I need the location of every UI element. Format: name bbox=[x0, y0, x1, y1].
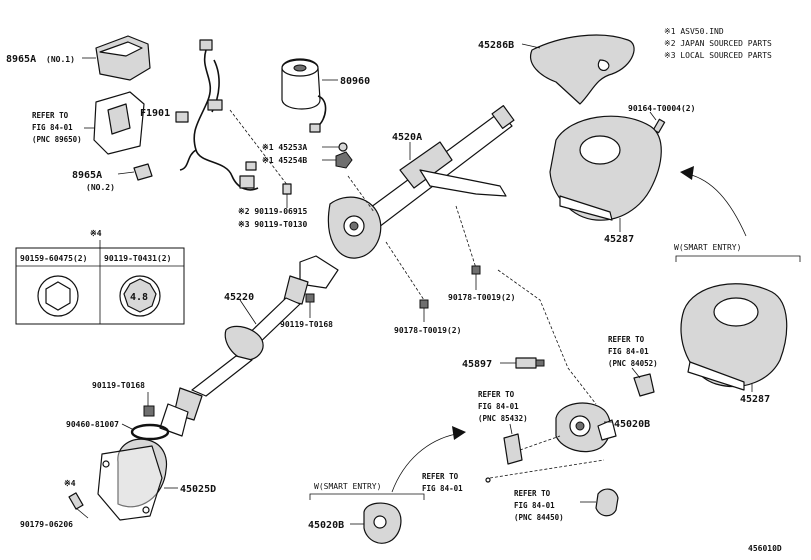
ref-85432-line1: REFER TO bbox=[478, 390, 515, 399]
part-bolt-90119-t0168-lower[interactable]: 90119-T0168 bbox=[92, 381, 155, 417]
label-90178-a: 90178-T0019(2) bbox=[448, 293, 515, 302]
table-col1-header: 90159-60475(2) bbox=[20, 254, 87, 263]
ref-84450-line1: REFER TO bbox=[514, 489, 551, 498]
part-45025d-boot[interactable]: 45025D bbox=[97, 438, 216, 521]
label-smart-entry-bottom: W(SMART ENTRY) bbox=[314, 482, 381, 491]
part-45020b-lock-smart[interactable]: 45020B bbox=[308, 502, 402, 544]
ref-89650-line2: FIG 84-01 bbox=[32, 123, 73, 132]
label-90164: 90164-T0004(2) bbox=[628, 104, 695, 113]
label-45286b: 45286B bbox=[478, 40, 514, 51]
part-4520a-steering-column[interactable]: 4520A bbox=[327, 105, 515, 259]
ref-89650-line3: (PNC 89650) bbox=[32, 135, 82, 144]
label-45287-top: 45287 bbox=[604, 234, 634, 245]
label-8965a-no2: 8965A bbox=[72, 170, 102, 181]
part-control-module-89650[interactable] bbox=[84, 91, 145, 155]
part-45287-lower-cover-smart[interactable]: 45287 bbox=[680, 283, 788, 405]
ref-84052-line3: (PNC 84052) bbox=[608, 359, 658, 368]
label-note4-top: ※4 bbox=[90, 229, 102, 238]
table-col2-header: 90119-T0431(2) bbox=[104, 254, 171, 263]
part-bolt-90179-06206[interactable]: ※4 90179-06206 bbox=[20, 479, 89, 529]
label-8965a-no2-suffix: (NO.2) bbox=[86, 183, 115, 192]
label-45897: 45897 bbox=[462, 359, 492, 370]
part-8965a-no2[interactable]: 8965A (NO.2) bbox=[72, 163, 153, 192]
smart-entry-bottom-group: W(SMART ENTRY) bbox=[309, 482, 425, 500]
arrow-bottom bbox=[391, 426, 466, 493]
part-screw-90164-t0004[interactable]: 90164-T0004(2) bbox=[628, 104, 695, 134]
ref-84450-line2: FIG 84-01 bbox=[514, 501, 555, 510]
torx-mark: 4.8 bbox=[130, 292, 148, 303]
hex-bolt-icon bbox=[37, 275, 79, 317]
part-clamp-90460-81007[interactable]: 90460-81007 bbox=[66, 420, 170, 441]
ref-fig-84-01[interactable]: REFER TO FIG 84-01 bbox=[422, 472, 491, 493]
part-45020b-lock-assembly[interactable]: 45020B bbox=[555, 402, 650, 453]
label-45020b-b: 45020B bbox=[308, 520, 344, 531]
ref-89650-line1: REFER TO bbox=[32, 111, 69, 120]
part-45897[interactable]: 45897 bbox=[462, 357, 545, 370]
ref-84052[interactable]: REFER TO FIG 84-01 (PNC 84052) bbox=[608, 335, 658, 397]
footnote-1: ※1 ASV50.IND bbox=[664, 27, 724, 36]
part-45286b-upper-cover[interactable]: 45286B bbox=[478, 34, 635, 105]
footnotes: ※1 ASV50.IND ※2 JAPAN SOURCED PARTS ※3 L… bbox=[664, 27, 772, 60]
ref-85432-line3: (PNC 85432) bbox=[478, 414, 528, 423]
part-8965a-no1[interactable]: 8965A (NO.1) bbox=[6, 35, 151, 81]
label-145254b: ※1 45254B bbox=[262, 156, 307, 165]
label-90178-b: 90178-T0019(2) bbox=[394, 326, 461, 335]
diagram-id: 456010D bbox=[748, 544, 782, 553]
smart-entry-right-group: W(SMART ENTRY) bbox=[674, 243, 801, 262]
label-90119-06915: ※2 90119-06915 bbox=[238, 207, 308, 216]
label-45220: 45220 bbox=[224, 292, 254, 303]
label-45025d: 45025D bbox=[180, 484, 216, 495]
label-note4-bottom: ※4 bbox=[64, 479, 76, 488]
label-90119-t0168-b: 90119-T0168 bbox=[92, 381, 145, 390]
arrow-right bbox=[680, 166, 747, 237]
footnote-2: ※2 JAPAN SOURCED PARTS bbox=[664, 39, 772, 48]
label-90179: 90179-06206 bbox=[20, 520, 73, 529]
ref-84052-line2: FIG 84-01 bbox=[608, 347, 649, 356]
part-screw-90119-06915[interactable]: ※2 90119-06915 ※3 90119-T0130 bbox=[238, 183, 308, 229]
ref-84450-line3: (PNC 84450) bbox=[514, 513, 564, 522]
part-45220-intermediate-shaft[interactable]: 45220 bbox=[159, 255, 339, 437]
ref-85432[interactable]: REFER TO FIG 84-01 (PNC 85432) bbox=[478, 390, 528, 465]
label-145253a: ※1 45253A bbox=[262, 143, 307, 152]
part-45253a[interactable]: ※1 45253A bbox=[262, 142, 348, 152]
label-90119-t0130: ※3 90119-T0130 bbox=[238, 220, 308, 229]
label-8965a-no1-suffix: (NO.1) bbox=[46, 55, 75, 64]
label-smart-entry-right: W(SMART ENTRY) bbox=[674, 243, 741, 252]
label-45287-bottom: 45287 bbox=[740, 394, 770, 405]
part-bolt-90119-t0168-upper[interactable]: 90119-T0168 bbox=[280, 293, 333, 329]
part-45254b[interactable]: ※1 45254B bbox=[262, 151, 353, 169]
ref-84052-line1: REFER TO bbox=[608, 335, 645, 344]
label-f1901: F1901 bbox=[140, 108, 170, 119]
part-45287-lower-cover-top[interactable]: 45287 bbox=[549, 115, 662, 245]
footnote-3: ※3 LOCAL SOURCED PARTS bbox=[664, 51, 772, 60]
label-8965a-no1: 8965A bbox=[6, 54, 36, 65]
torx-bolt-icon: 4.8 bbox=[119, 275, 161, 317]
part-nut-90178-t0019-b[interactable]: 90178-T0019(2) bbox=[394, 299, 461, 335]
label-4520a: 4520A bbox=[392, 132, 422, 143]
label-45020b-a: 45020B bbox=[614, 419, 650, 430]
part-80960-switch[interactable]: 80960 bbox=[281, 58, 370, 133]
part-nut-90178-t0019-a[interactable]: 90178-T0019(2) bbox=[448, 265, 515, 302]
part-f1901-wire-harness[interactable]: F1901 bbox=[140, 39, 259, 191]
label-90119-t0168-a: 90119-T0168 bbox=[280, 320, 333, 329]
ref-89650[interactable]: REFER TO FIG 84-01 (PNC 89650) bbox=[32, 111, 82, 144]
ref-84450[interactable]: REFER TO FIG 84-01 (PNC 84450) bbox=[514, 488, 619, 522]
bolt-spec-table: ※4 90159-60475(2) 90119-T0431(2) 4.8 bbox=[15, 229, 185, 325]
ref-fig-line2: FIG 84-01 bbox=[422, 484, 463, 493]
label-90460: 90460-81007 bbox=[66, 420, 119, 429]
label-80960: 80960 bbox=[340, 76, 370, 87]
ref-fig-line1: REFER TO bbox=[422, 472, 459, 481]
ref-85432-line2: FIG 84-01 bbox=[478, 402, 519, 411]
